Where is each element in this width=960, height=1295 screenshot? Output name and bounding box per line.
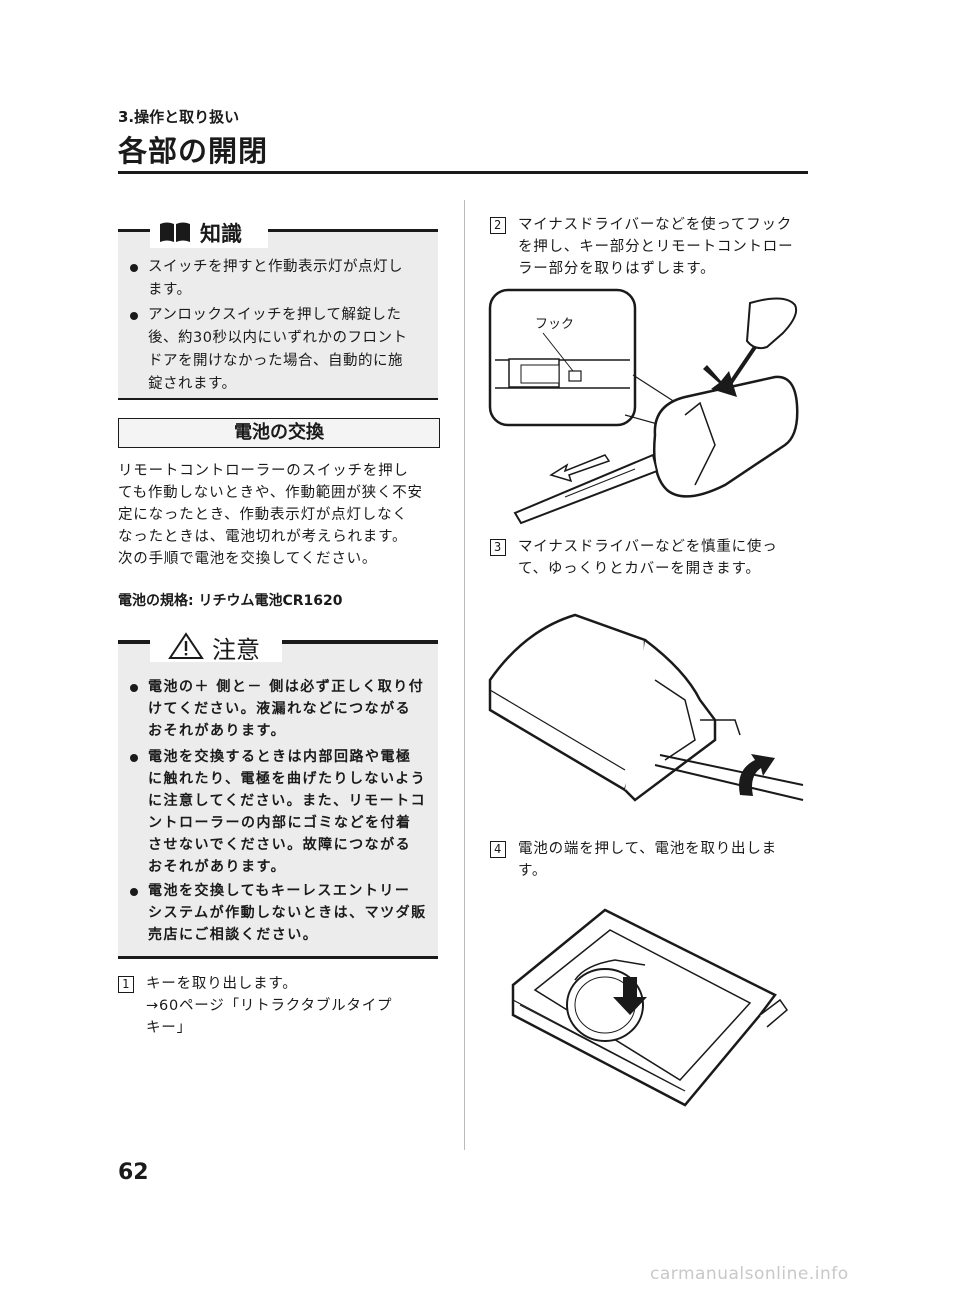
figure-key-separation [488,288,799,525]
figure-battery-removal [511,908,789,1107]
hook-label: フック [535,317,575,332]
battery-body: リモートコントローラーのスイッチを押し ても作動しないときや、作動範囲が狭く不安… [118,460,448,570]
figure-open-cover [488,613,804,802]
battery-heading: 電池の交換 [118,418,440,448]
knowledge-title-text: 知識 [200,222,242,246]
step-text: キーを取り出します。→60ページ「リトラクタブルタイプキー」 [146,976,393,1036]
body-line: ても作動しないときや、作動範囲が狭く不安 [118,485,423,501]
knowledge-title: 知識 [150,214,268,248]
press-arrow [613,977,647,1015]
caution-item-text: 電池を交換してもキーレスエントリーシステムが作動しないときは、マツダ販売店にご相… [148,883,427,943]
page-number: 62 [118,1160,149,1185]
step-text: 電池の端を押して、電池を取り出します。 [518,841,777,879]
bullet-dot [130,264,138,272]
knowledge-box [118,230,438,400]
body-line: 次の手順で電池を交換してください。 [118,551,378,567]
bullet-dot [130,684,138,692]
body-line: 定になったとき、作動表示灯が点灯しなく [118,507,408,523]
chapter-label: 3.操作と取り扱い [118,108,240,126]
step-number: 3 [490,539,506,556]
column-divider [464,200,465,1150]
step-number: 4 [490,841,506,858]
body-line: なったときは、電池切れが考えられます。 [118,529,408,545]
hook-part [568,370,582,382]
rotate-arrow [739,754,775,796]
remote-case [488,613,647,792]
pull-arrow [549,454,611,483]
knowledge-top-bar [118,229,438,232]
step-text: マイナスドライバーなどを慎重に使って、ゆっくりとカバーを開きます。 [518,539,778,577]
caution-item-text: 電池の＋ 側と－ 側は必ず正しく取り付けてください。液漏れなどにつながるおそれが… [148,679,425,739]
watermark: carmanualsonline.info [650,1264,849,1284]
knowledge-item-text: アンロックスイッチを押して解錠した後、約30秒以内にいずれかのフロントドアを開け… [148,307,408,392]
step-number: 1 [118,976,134,993]
bullet-dot [130,312,138,320]
screwdriver [654,764,804,801]
header-rule [118,171,808,174]
book-icon [160,222,190,242]
remote-body [653,375,799,498]
bullet-dot [130,888,138,896]
section-title: 各部の開閉 [118,134,269,168]
body-line: リモートコントローラーのスイッチを押し [118,463,409,479]
caution-title-text: 注意 [212,636,260,664]
push-arrow [703,365,737,397]
warning-icon [168,632,204,659]
caution-item-text: 電池を交換するときは内部回路や電極に触れたり、電極を曲げたりしないように注意して… [148,749,427,875]
knowledge-item-text: スイッチを押すと作動表示灯が点灯します。 [148,259,403,298]
step-text: マイナスドライバーなどを使ってフックを押し、キー部分とリモートコントローラー部分… [518,217,794,277]
caution-title: 注意 [150,628,282,664]
step-number: 2 [490,217,506,234]
bullet-dot [130,754,138,762]
battery-spec: 電池の規格: リチウム電池CR1620 [118,593,343,609]
